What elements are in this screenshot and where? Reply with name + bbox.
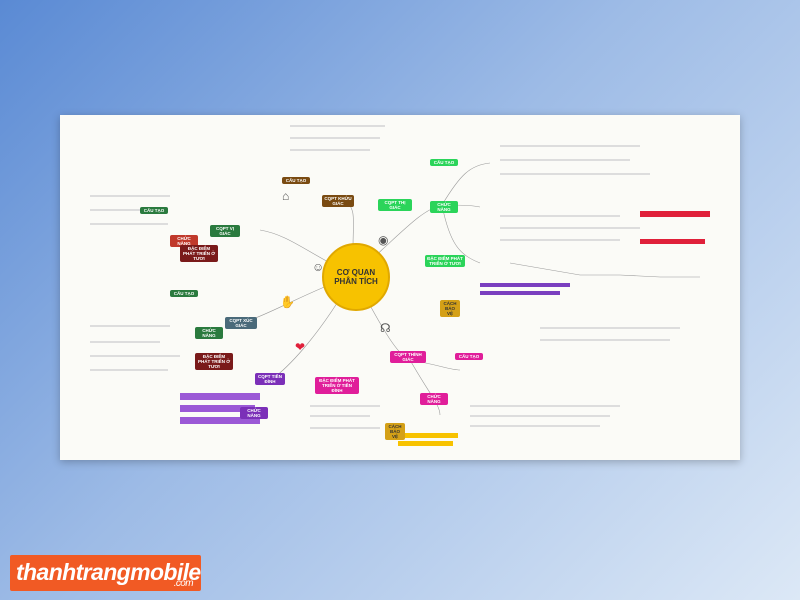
label-cau-tao-khuu-giac: CẤU TẠO — [282, 177, 310, 184]
label-phat-trien-vi-giac: ĐẶC ĐIỂM PHÁT TRIỂN Ở TƯƠI — [180, 245, 218, 262]
brand-watermark: thanhtrangmobile .com — [10, 555, 201, 591]
eye-icon: ◉ — [378, 233, 389, 247]
label-cau-tao-vi-giac: CẤU TẠO — [140, 207, 168, 214]
label-chuc-nang-xuc-giac: CHỨC NĂNG — [195, 327, 223, 339]
label-chuc-nang-thi-giac: CHỨC NĂNG — [430, 201, 458, 213]
label-cau-tao-thi-giac: CẤU TẠO — [430, 159, 458, 166]
label-chuc-nang-tien-dinh: CHỨC NĂNG — [240, 407, 268, 419]
center-line-2: PHÂN TÍCH — [334, 277, 378, 286]
branch-tien-dinh: CQPT TIỀN ĐÌNH — [255, 373, 285, 385]
branch-vi-giac: CQPT VỊ GIÁC — [210, 225, 240, 237]
label-dac-diem-tien-dinh: ĐẶC ĐIỂM PHÁT TRIỂN Ở TIỀN ĐÌNH — [315, 377, 359, 394]
center-line-1: CƠ QUAN — [336, 268, 376, 277]
label-cau-tao-thinh-giac: CẤU TẠO — [455, 353, 483, 360]
heart-hand-icon: ❤ — [295, 340, 306, 354]
brand-domain: .com — [173, 578, 194, 589]
branch-khuu-giac: CQPT KHỨU GIÁC — [322, 195, 354, 207]
label-phat-trien-xuc-giac: ĐẶC ĐIỂM PHÁT TRIỂN Ở TƯƠI — [195, 353, 233, 370]
label-bao-ve-thi-giac: CÁCH BẢO VỆ — [440, 300, 460, 317]
center-node: CƠ QUAN PHÂN TÍCH — [322, 243, 390, 311]
mindmap-image: CƠ QUAN PHÂN TÍCH CQPT VỊ GIÁC CQPT KHỨU… — [60, 115, 740, 460]
label-bao-ve-thinh-giac: CÁCH BẢO VỆ — [385, 423, 405, 440]
label-chuc-nang-thinh-giac: CHỨC NĂNG — [420, 393, 448, 405]
label-chuc-nang-vi-giac: CHỨC NĂNG — [170, 235, 198, 247]
label-cau-tao-xuc-giac: CẤU TẠO — [170, 290, 198, 297]
hand-icon: ✋ — [280, 295, 295, 309]
connector-lines — [90, 125, 710, 446]
label-dac-diem-thi-giac: ĐẶC ĐIỂM PHÁT TRIỂN Ở TƯƠI — [425, 255, 465, 267]
nose-icon: ⌂ — [282, 189, 290, 203]
branch-thi-giac: CQPT THỊ GIÁC — [378, 199, 412, 211]
tongue-icon: ☺ — [312, 260, 325, 274]
branch-xuc-giac: CQPT XÚC GIÁC — [225, 317, 257, 329]
branch-thinh-giac: CQPT THÍNH GIÁC — [390, 351, 426, 363]
ear-icon: ☊ — [380, 321, 391, 335]
brand-name: thanhtrangmobile — [16, 559, 201, 585]
